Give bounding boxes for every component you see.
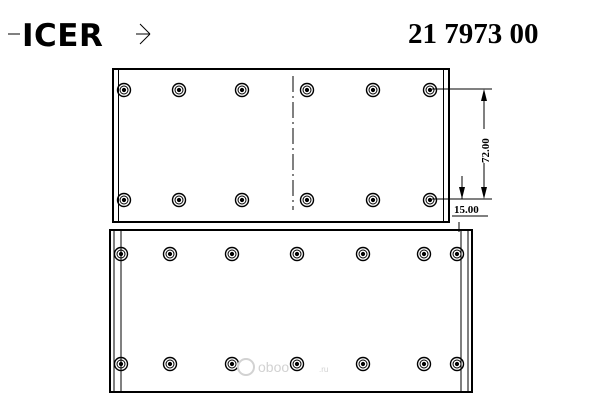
- rivet-hole: [116, 82, 132, 98]
- rivet-hole: [289, 246, 305, 262]
- dimension-offset: [452, 176, 488, 217]
- rivet-hole: [416, 246, 432, 262]
- brand-name: ICER: [22, 18, 103, 54]
- rivet-hole: [449, 356, 465, 372]
- rivet-hole: [234, 82, 250, 98]
- watermark-suffix: .ru: [319, 365, 328, 374]
- rivet-hole: [224, 246, 240, 262]
- rivet-hole: [162, 356, 178, 372]
- bottom-lining-outline: [109, 229, 473, 393]
- dimension-offset-arrow: [459, 187, 465, 199]
- rivet-hole: [289, 356, 305, 372]
- rivet-hole: [355, 246, 371, 262]
- rivet-hole: [113, 246, 129, 262]
- part-number: 21 7973 00: [408, 18, 539, 50]
- rivet-hole: [422, 192, 438, 208]
- icer-logo: ICER: [8, 18, 151, 54]
- watermark: oboo .ru: [237, 358, 328, 376]
- rivet-hole: [355, 356, 371, 372]
- bottom-lining-rivets: [113, 246, 465, 372]
- rivet-hole: [116, 192, 132, 208]
- rivet-hole: [365, 192, 381, 208]
- rivet-hole: [113, 356, 129, 372]
- top-lining-rivets: [116, 82, 438, 208]
- rivet-hole: [171, 192, 187, 208]
- dimension-offset-label: 15.00: [454, 204, 479, 216]
- rivet-hole: [299, 192, 315, 208]
- rivet-hole: [171, 82, 187, 98]
- dimension-height-label: 72.00: [480, 138, 492, 163]
- rivet-hole: [299, 82, 315, 98]
- rivet-hole: [365, 82, 381, 98]
- dimension-height-arrow-top: [481, 89, 487, 101]
- rivet-hole: [416, 356, 432, 372]
- rivet-hole: [234, 192, 250, 208]
- watermark-logo-icon: [237, 358, 255, 376]
- dimension-height-arrow-bottom: [481, 187, 487, 199]
- rivet-hole: [449, 246, 465, 262]
- top-lining: [112, 68, 450, 223]
- rivet-hole: [224, 356, 240, 372]
- watermark-brand: oboo: [258, 359, 289, 375]
- rivet-hole: [422, 82, 438, 98]
- top-lining-outline: [112, 68, 450, 223]
- rivet-hole: [162, 246, 178, 262]
